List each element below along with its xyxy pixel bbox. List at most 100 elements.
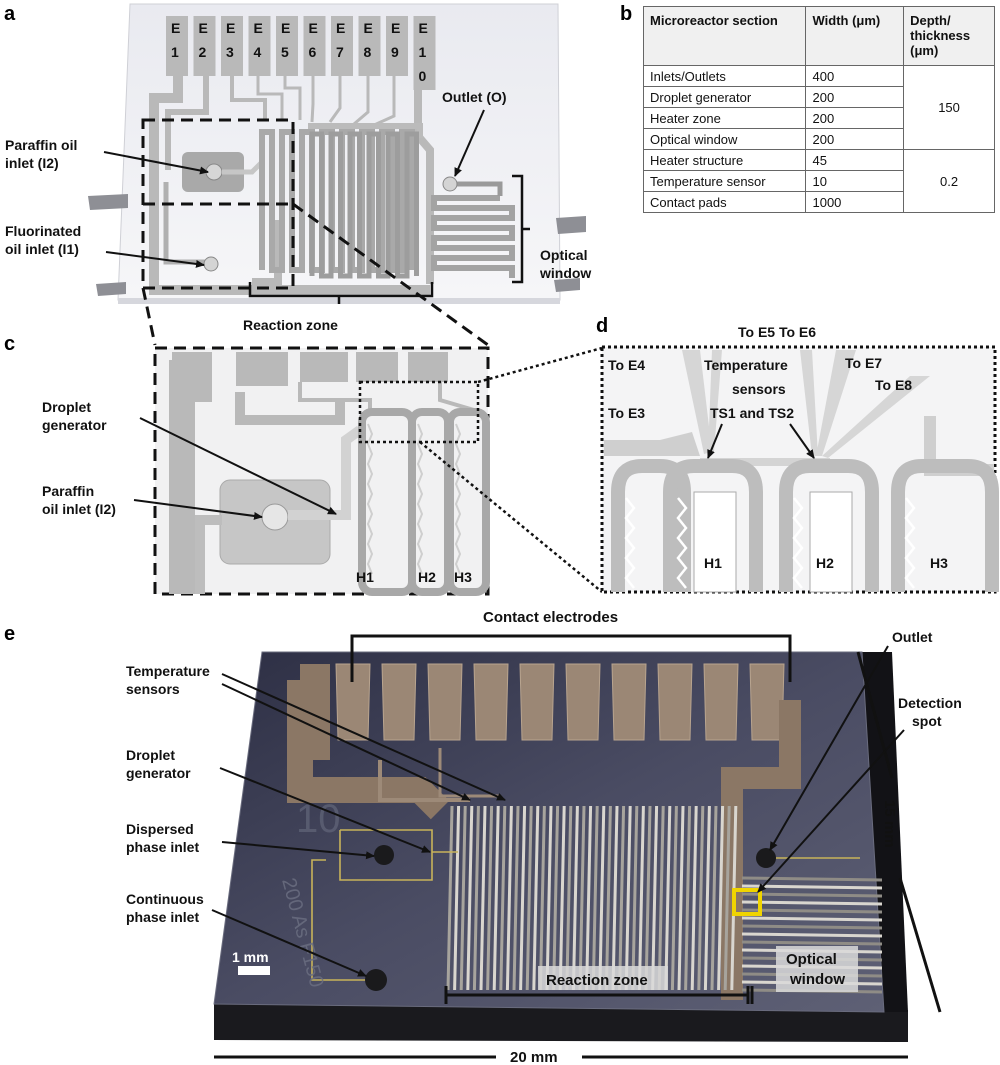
chip-right-side: [860, 652, 908, 1012]
e-contact-pad: [703, 663, 739, 741]
e-outlet-label: Outlet: [892, 629, 933, 645]
optical-window-serpentine: [431, 195, 515, 278]
reaction-zone-bracket: [248, 282, 434, 304]
optical-channel: [431, 195, 515, 278]
c-pad: [236, 352, 288, 386]
e-serpentine-line: [545, 805, 553, 991]
c-heater-wire: [454, 423, 462, 575]
electrode-trace: [371, 76, 396, 128]
e-serpentine-line: [565, 805, 573, 991]
panel-e: e 10 200 As F150 1 mm Contact electrodes: [4, 609, 962, 1065]
optical-window-bracket: [512, 174, 530, 284]
electrode-pad: [276, 16, 298, 76]
e-channel: [311, 859, 372, 981]
d-sensors-line1: Temperature: [704, 357, 788, 373]
zoom-box-d: [358, 380, 480, 444]
d-label-e4: To E4: [608, 357, 645, 373]
e-optical-label-line2: window: [789, 971, 845, 988]
electrode-label-char: E: [309, 20, 318, 36]
d-label-e7: To E7: [845, 355, 882, 371]
table-depth-group: 150: [903, 65, 995, 150]
zoom-line: [141, 287, 157, 346]
optical-label-line1: Optical: [540, 247, 587, 263]
electrode-pad: [193, 16, 216, 76]
e-optical-line: [741, 900, 883, 906]
e-outlet-port: [756, 848, 776, 868]
e-dispersed-arrow: [221, 841, 375, 860]
zoom-line: [292, 202, 489, 347]
c-heater-label: H2: [418, 569, 436, 585]
e-serpentine-line: [492, 805, 500, 991]
e-serpentine-line: [644, 805, 652, 991]
e-serpentine-line: [690, 805, 698, 991]
table-depth-group: 0.2: [903, 149, 995, 213]
e-contact-bracket: [350, 634, 792, 682]
outlet-channel: [452, 181, 503, 196]
electrode-label-char: 9: [391, 44, 399, 60]
e-optical-serpentine: [741, 876, 883, 994]
e-dispersed-label-line1: Dispersed: [126, 821, 194, 837]
panel-label-a: a: [4, 3, 16, 25]
d-label-e5e6: To E5 To E6: [738, 324, 816, 340]
c-heater-wire: [366, 423, 374, 575]
e-continuous-port: [365, 969, 387, 991]
side-tab: [96, 282, 126, 296]
fluorinated-channel: [163, 182, 210, 265]
table-cell: 200: [805, 86, 905, 108]
panel-d: d To E5 To E6 To E4 To E3 To E7 To E8 Te…: [596, 315, 999, 594]
paraffin-label-line2: inlet (I2): [5, 155, 59, 171]
optical-label-line2: window: [539, 265, 591, 281]
e-serpentine-line: [598, 805, 606, 991]
serpentine-channel: [309, 131, 419, 279]
e-serpentine-line: [703, 805, 711, 991]
table-cell: 1000: [805, 191, 905, 213]
d-heater-gap: [809, 491, 853, 593]
electrode-pad: [358, 16, 381, 76]
c-fluor-channel: [195, 515, 222, 594]
c-paraffin-arrow: [133, 499, 263, 520]
d-trace-e6: [800, 350, 818, 456]
d-heater-gap: [693, 491, 737, 593]
e-dim-h-label: 20 mm: [510, 1049, 558, 1065]
electrode-pad: [331, 16, 353, 76]
paraffin-arrow: [103, 151, 209, 175]
c-droplet-label-line2: generator: [42, 417, 107, 433]
e-contact-pad: [657, 663, 693, 741]
e-serpentine-line: [446, 805, 454, 991]
electrode-pad: [386, 16, 408, 76]
e-serpentine-line: [519, 805, 527, 991]
e-gold-trace: [378, 760, 470, 802]
paraffin-inlet-port: [205, 163, 223, 181]
e-optical-line: [741, 932, 883, 938]
e-optical-line: [741, 940, 883, 946]
e-serpentine-line: [499, 805, 507, 991]
d-sensors-line2: sensors: [732, 381, 786, 397]
e-serpentine-line: [525, 805, 533, 991]
e-reaction-label-bg: [538, 966, 668, 990]
c-droplet-label-line1: Droplet: [42, 399, 91, 415]
electrode-label-char: 4: [254, 44, 262, 60]
e-serpentine-line: [664, 805, 672, 991]
e-detection-label-line1: Detection: [898, 695, 962, 711]
e-serpentine-line: [677, 805, 685, 991]
paraffin-label-line1: Paraffin oil: [5, 137, 77, 153]
electrode-label-char: E: [199, 20, 208, 36]
c-trace: [298, 382, 372, 410]
e-temp-label-line2: sensors: [126, 681, 180, 697]
side-tab: [556, 216, 586, 234]
e-serpentine-line: [532, 805, 540, 991]
e-serpentine-line: [651, 805, 659, 991]
e-dim-v-label: 15 mm: [881, 800, 898, 848]
d-heater-wire: [624, 497, 636, 589]
e-scale-bar: [238, 966, 270, 975]
table-header-row: Microreactor section Width (μm) Depth/ t…: [642, 6, 995, 66]
e-reaction-bracket: [444, 986, 754, 1004]
electrode-trace: [230, 76, 267, 120]
e-optical-label-line1: Optical: [786, 951, 837, 968]
e-detection-box: [732, 888, 762, 916]
e-serpentine-line: [624, 805, 632, 991]
e-dispersed-label-line2: phase inlet: [126, 839, 199, 855]
outlet-port: [442, 176, 458, 192]
